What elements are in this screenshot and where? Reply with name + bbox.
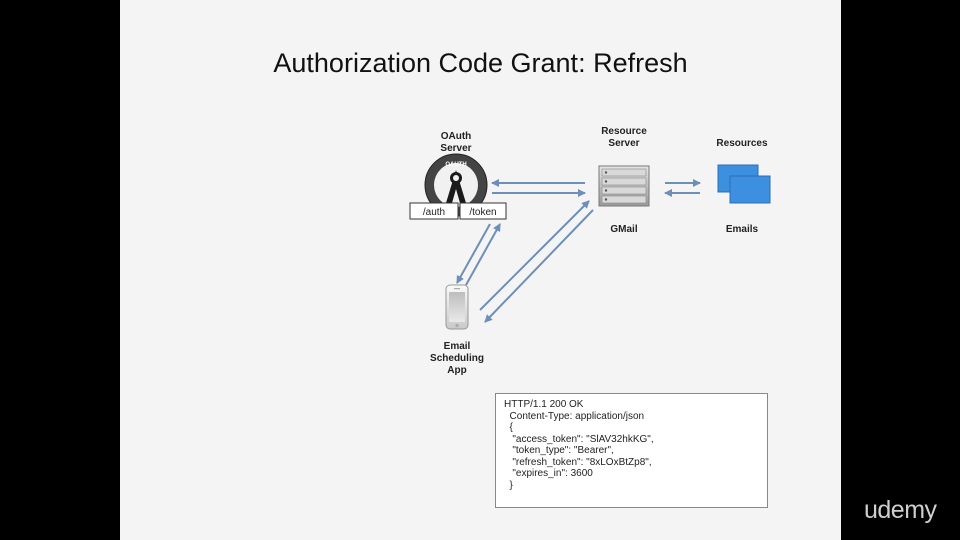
resources-icon [717, 164, 771, 204]
resource-server-name: GMail [610, 224, 638, 235]
oauth-server-label: OAuth Server [440, 131, 472, 154]
arrow-app-to-resource-server [479, 200, 590, 311]
arrow-token-to-app [456, 223, 491, 284]
http-response-box: HTTP/1.1 200 OK Content-Type: applicatio… [495, 393, 768, 508]
oauth-logo-icon: OAUTH [424, 153, 488, 217]
resources-label: Resources [716, 138, 768, 149]
response-line: } [504, 479, 513, 491]
response-line: "refresh_token": "8xLOxBtZp8", [504, 456, 652, 468]
arrow-app-to-token [465, 223, 501, 286]
response-line: { [504, 422, 513, 433]
phone-icon [445, 284, 469, 330]
resource-server-label: Resource Server [601, 126, 647, 149]
resources-name: Emails [725, 224, 759, 235]
auth-endpoint-label: /auth [423, 207, 445, 218]
response-line: Content-Type: application/json [504, 410, 645, 422]
flow-diagram: OAUTH /auth /token [409, 153, 771, 330]
response-line: "access_token": "SlAV32hkKG", [504, 433, 654, 445]
auth-endpoint-box [409, 202, 459, 220]
resource-server-icon [598, 165, 650, 207]
response-line: HTTP/1.1 200 OK [504, 399, 584, 410]
slide: Authorization Code Grant: Refresh [120, 0, 841, 540]
udemy-watermark: udemy [864, 496, 937, 524]
slide-title: Authorization Code Grant: Refresh [273, 48, 688, 78]
response-line: "expires_in": 3600 [504, 468, 593, 479]
oauth-logo-text: OAUTH [445, 162, 466, 168]
token-endpoint-label: /token [469, 207, 496, 218]
arrow-resource-server-to-app [484, 209, 594, 323]
response-line: "token_type": "Bearer", [504, 445, 614, 456]
token-endpoint-box [459, 202, 507, 220]
app-label: Email Scheduling App [430, 341, 484, 376]
